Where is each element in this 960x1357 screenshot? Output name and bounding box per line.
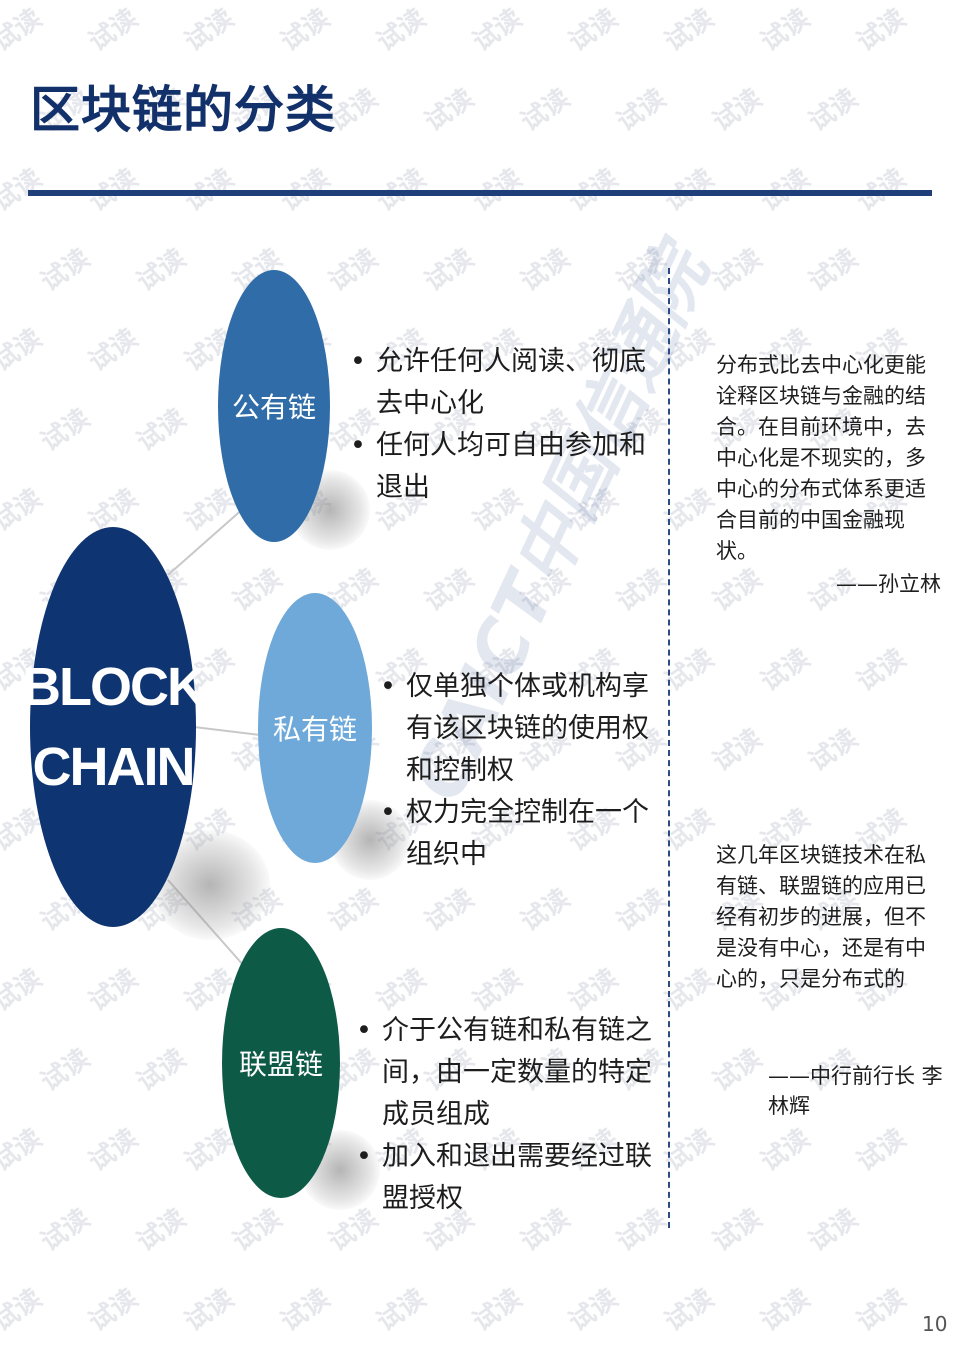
dashed-divider <box>668 268 670 1228</box>
public-chain-label: 公有链 <box>231 391 316 424</box>
blockchain-circle: BLOCK CHAIN <box>22 527 206 927</box>
blockchain-line1: BLOCK <box>22 657 206 717</box>
quote-author-sun-lilin: ——孙立林 <box>836 572 941 596</box>
public-chain-bullets: •允许任何人阅读、彻底去中心化 •任何人均可自由参加和退出 <box>350 341 650 509</box>
private-chain-label: 私有链 <box>272 713 357 746</box>
public-chain-circle: 公有链 <box>218 270 330 542</box>
alliance-chain-label: 联盟链 <box>238 1048 323 1081</box>
bullet-item: •任何人均可自由参加和退出 <box>350 430 646 503</box>
quote-author-li-linhui: ——中行前行长 李林辉 <box>768 1064 943 1118</box>
private-chain-circle: 私有链 <box>258 593 372 863</box>
private-chain-bullets: •仅单独个体或机构享有该区块链的使用权和控制权 •权力完全控制在一个组织中 <box>380 666 670 876</box>
blockchain-line2: CHAIN <box>32 737 196 797</box>
quote-li-linhui: 这几年区块链技术在私有链、联盟链的应用已经有初步的进展，但不是没有中心，还是有中… <box>716 843 926 991</box>
connector-private <box>193 726 261 736</box>
page-number: 10 <box>922 1312 948 1336</box>
bullet-item: •权力完全控制在一个组织中 <box>380 797 649 870</box>
bullet-item: •介于公有链和私有链之间，由一定数量的特定成员组成 <box>356 1015 652 1130</box>
alliance-chain-circle: 联盟链 <box>222 928 340 1198</box>
quote-sun-lilin: 分布式比去中心化更能诠释区块链与金融的结合。在目前环境中，去中心化是不现实的，多… <box>716 353 926 563</box>
bullet-item: •允许任何人阅读、彻底去中心化 <box>350 346 646 419</box>
title-underline <box>28 190 932 196</box>
bullet-item: •加入和退出需要经过联盟授权 <box>356 1141 652 1214</box>
alliance-chain-bullets: •介于公有链和私有链之间，由一定数量的特定成员组成 •加入和退出需要经过联盟授权 <box>356 1010 666 1220</box>
page-title: 区块链的分类 <box>30 81 336 139</box>
bullet-item: •仅单独个体或机构享有该区块链的使用权和控制权 <box>380 671 649 786</box>
